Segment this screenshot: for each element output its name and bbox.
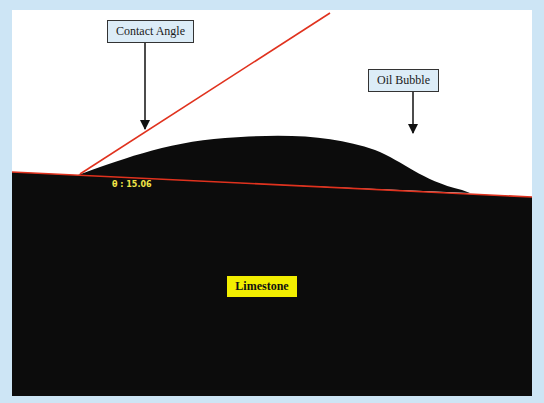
- baseline: [12, 172, 532, 197]
- node-text: Contact Angle: [116, 24, 185, 39]
- limestone-surface: [12, 172, 532, 396]
- callout-box: Contact Angle: [107, 20, 194, 43]
- leader-arrow: [144, 43, 146, 129]
- photo-background: [12, 10, 532, 396]
- callout-box: Oil Bubble: [368, 69, 439, 92]
- leader-arrow: [412, 92, 414, 133]
- angle-value: θ : 15.06: [112, 180, 152, 189]
- tangent-line: [80, 13, 330, 174]
- node-text: Oil Bubble: [377, 73, 430, 88]
- node-text: Limestone: [235, 279, 288, 294]
- material-label: Limestone: [227, 276, 297, 297]
